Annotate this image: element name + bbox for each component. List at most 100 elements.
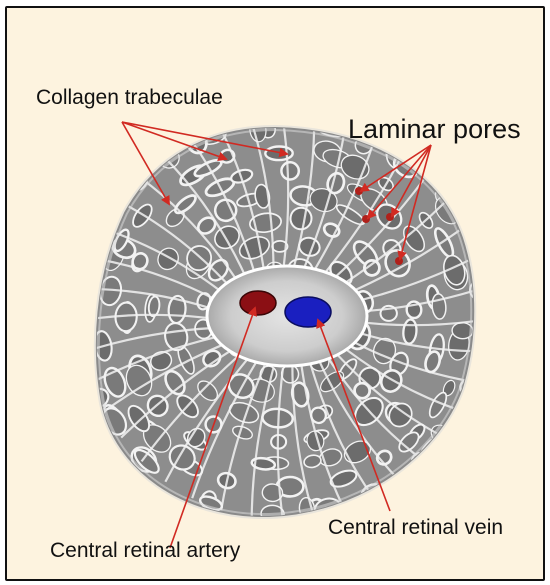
laminar-pore xyxy=(465,150,474,176)
laminar-pore xyxy=(458,476,474,494)
laminar-pore xyxy=(69,446,91,468)
laminar-pore xyxy=(335,204,366,226)
laminar-pore xyxy=(254,183,271,209)
laminar-pore xyxy=(479,324,495,356)
collagen-beam xyxy=(300,129,346,275)
central-retinal-artery-vessel xyxy=(239,290,277,316)
laminar-pore xyxy=(72,322,92,354)
laminar-pore xyxy=(267,546,282,568)
laminar-pore xyxy=(103,488,120,504)
collagen-beam xyxy=(140,353,242,463)
laminar-pore xyxy=(28,345,43,374)
arrow xyxy=(121,121,289,158)
laminar-pore xyxy=(65,173,89,198)
laminar-pore xyxy=(526,296,542,317)
laminar-pore xyxy=(41,293,64,317)
laminar-pore xyxy=(469,468,474,485)
collagen-beam xyxy=(309,362,375,499)
collagen-beam xyxy=(324,177,426,287)
arrow xyxy=(397,144,432,261)
collagen-beam xyxy=(96,333,227,383)
laminar-pore xyxy=(106,197,123,217)
laminar-pore xyxy=(498,275,523,294)
laminar-pore xyxy=(268,553,283,566)
collagen-beam xyxy=(317,358,402,483)
vein-arrow xyxy=(316,318,391,512)
laminar-pore xyxy=(265,95,290,106)
laminar-pore xyxy=(498,297,515,315)
collagen-beam xyxy=(335,340,462,412)
laminar-pore xyxy=(47,218,62,236)
collagen-beam xyxy=(220,365,266,511)
pore-marker xyxy=(395,257,403,265)
laminar-pore xyxy=(286,526,310,541)
laminar-pore xyxy=(479,300,493,319)
arrow xyxy=(359,144,432,193)
laminar-pore xyxy=(147,295,161,318)
arrow xyxy=(391,144,432,218)
laminar-pore xyxy=(288,530,312,543)
trabecular-meshwork xyxy=(28,73,543,568)
label-collagen-trabeculae: Collagen trabeculae xyxy=(36,86,223,109)
figure-frame: Collagen trabeculae Laminar pores Centra… xyxy=(5,6,545,581)
laminar-pore xyxy=(417,480,440,501)
collagen-beam xyxy=(291,128,316,273)
laminar-pore xyxy=(257,73,273,95)
laminar-pore xyxy=(45,276,68,294)
collagen-beam xyxy=(330,347,446,439)
label-central-retinal-artery: Central retinal artery xyxy=(50,539,241,562)
laminar-pore xyxy=(428,391,448,419)
collagen-beam xyxy=(276,367,285,517)
laminar-pore xyxy=(108,161,131,183)
label-central-retinal-vein: Central retinal vein xyxy=(328,516,504,539)
laminar-pore xyxy=(229,102,250,117)
laminar-pore xyxy=(513,230,534,252)
laminar-pore xyxy=(52,359,73,380)
laminar-pore xyxy=(173,194,197,215)
laminar-pore xyxy=(249,212,282,234)
laminar-pore xyxy=(496,268,524,302)
laminar-pore xyxy=(273,528,295,552)
laminar-pore xyxy=(372,337,397,365)
laminar-pore xyxy=(186,427,206,448)
laminar-pore xyxy=(523,336,543,366)
collagen-trabeculae-arrows xyxy=(121,121,289,206)
collagen-beam xyxy=(309,141,375,278)
laminar-pore xyxy=(65,210,90,232)
laminar-pore xyxy=(491,245,515,272)
laminar-pore xyxy=(96,445,118,473)
collagen-beam xyxy=(164,157,249,282)
laminar-pore xyxy=(479,405,502,431)
arrow xyxy=(121,121,228,161)
laminar-pore xyxy=(494,195,518,223)
laminar-pore xyxy=(280,74,307,90)
laminar-pore xyxy=(448,488,467,506)
artery-arrow xyxy=(169,306,257,549)
collagen-beam xyxy=(191,141,257,278)
collagen-beam xyxy=(120,347,236,439)
laminar-pore xyxy=(110,153,137,180)
laminar-pore xyxy=(339,538,363,563)
laminar-pore xyxy=(474,388,507,424)
laminar-pore xyxy=(329,469,358,488)
laminar-pore xyxy=(72,262,94,281)
laminar-pore xyxy=(134,514,163,538)
laminar-pore xyxy=(398,431,420,453)
arrow xyxy=(366,144,432,220)
laminar-pore xyxy=(261,483,284,503)
laminar-pore xyxy=(523,271,543,295)
laminar-pore xyxy=(435,450,461,476)
laminar-pore xyxy=(105,130,128,151)
laminar-pore xyxy=(529,321,543,353)
laminar-pore xyxy=(96,223,111,243)
laminar-pore xyxy=(241,102,265,116)
laminar-pore xyxy=(207,258,229,282)
laminar-pore xyxy=(96,135,118,159)
collagen-beam xyxy=(104,228,231,300)
laminar-pore xyxy=(483,177,512,210)
collagen-beam xyxy=(164,358,249,483)
laminar-pore xyxy=(443,168,471,196)
collagen-beam xyxy=(250,367,275,517)
laminar-pore xyxy=(150,351,173,371)
laminar-pore xyxy=(443,254,466,286)
